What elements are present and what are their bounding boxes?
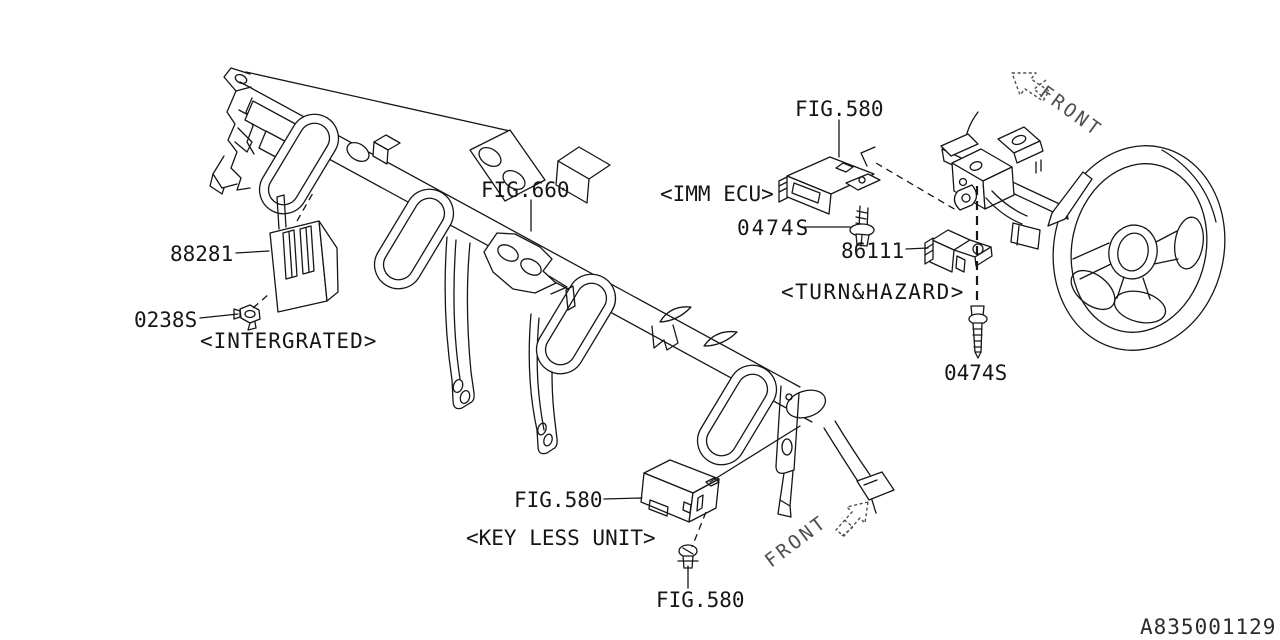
- steering-wheel: [1052, 145, 1226, 351]
- callout-keyless-unit: <KEY LESS UNIT>: [466, 526, 656, 550]
- callout-88281: 88281: [170, 242, 234, 266]
- turn-hazard-switch-86111: [924, 229, 993, 273]
- callout-integrated: <INTERGRATED>: [200, 329, 378, 353]
- callout-turn-hazard: <TURN&HAZARD>: [781, 280, 965, 304]
- callout-leader-lines: [199, 119, 929, 589]
- beam-tabs: [565, 285, 738, 351]
- callout-fig580-clip: FIG.580: [656, 588, 745, 612]
- callout-86111: 86111: [841, 239, 905, 263]
- nut-0238s: [233, 304, 261, 331]
- callout-imm-ecu: <IMM ECU>: [660, 182, 774, 206]
- callout-0474s-imm: 0474S: [737, 216, 811, 240]
- clip-fig580: [677, 544, 699, 569]
- fig660-bracket: [483, 232, 568, 295]
- screw-0474s-imm: [849, 205, 875, 247]
- beam-strap-loops: [258, 113, 778, 466]
- column-mount-bracket: [469, 129, 611, 204]
- front-arrow-lower: [835, 501, 869, 537]
- instrument-panel-beam: [209, 67, 895, 518]
- steering-column-bracket: [940, 111, 1093, 250]
- beam-left-bracket: [209, 67, 255, 195]
- callout-fig660: FIG.660: [481, 178, 570, 202]
- screw-0474s-column: [968, 305, 988, 359]
- assembly-dashed-lines: [252, 162, 979, 548]
- integrated-unit-88281: [269, 194, 339, 313]
- callout-fig580-keyless: FIG.580: [514, 488, 603, 512]
- imm-ecu-module: [778, 146, 881, 215]
- callout-fig580-imm: FIG.580: [795, 97, 884, 121]
- beam-hanger-legs: [444, 236, 558, 455]
- front-arrow-upper: [1011, 72, 1050, 102]
- callout-0238s: 0238S: [134, 308, 198, 332]
- keyless-unit-module: [640, 459, 720, 523]
- callout-0474s-column: 0474S: [944, 361, 1008, 385]
- beam-right-brackets: [775, 385, 895, 518]
- drawing-number: A835001129: [1140, 615, 1277, 639]
